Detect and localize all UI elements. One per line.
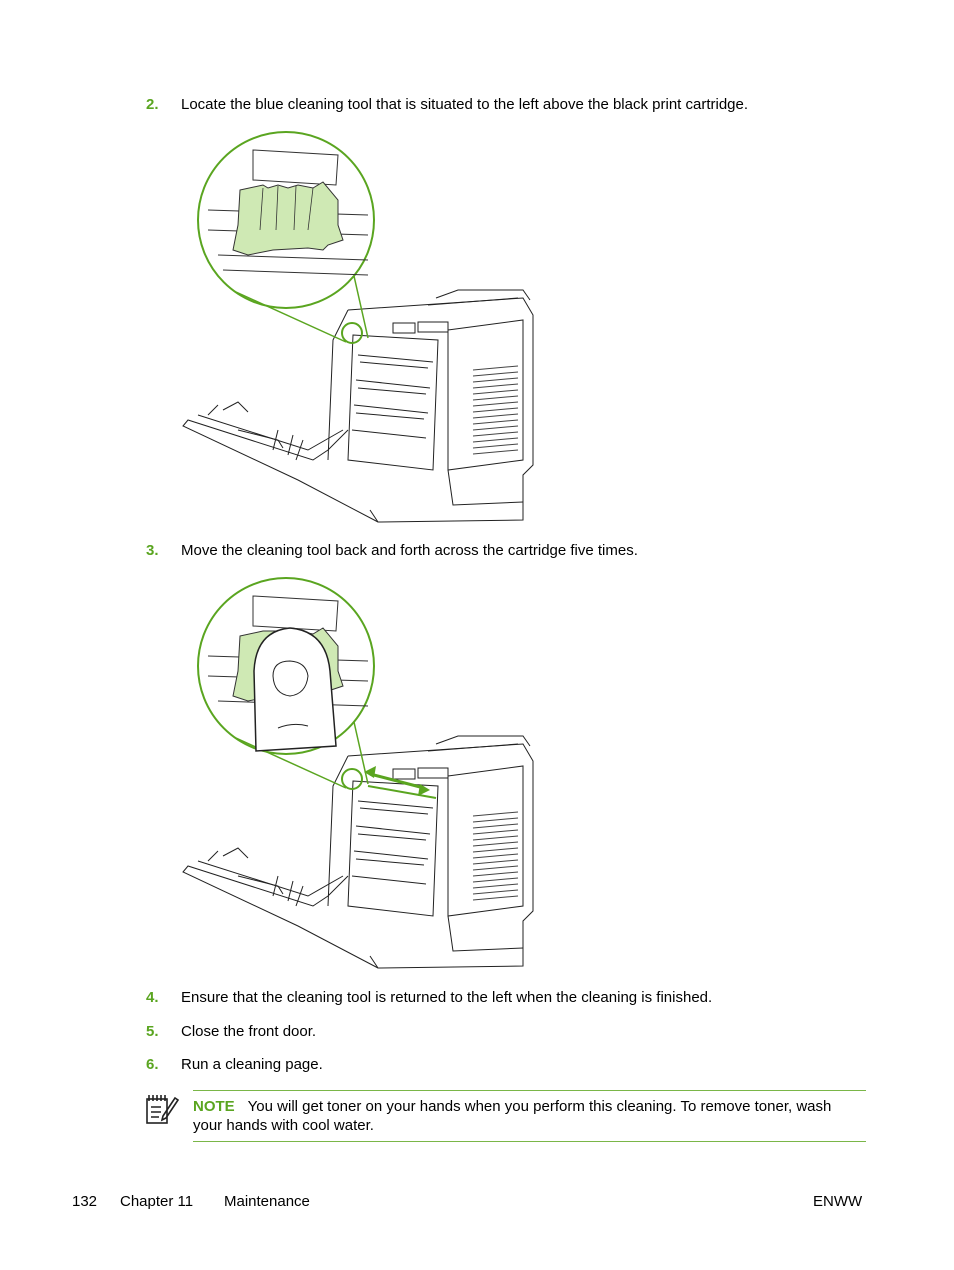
step-number: 2.	[146, 96, 159, 113]
step-number: 5.	[146, 1023, 159, 1040]
finger-icon	[253, 627, 337, 752]
step-text: Move the cleaning tool back and forth ac…	[181, 542, 638, 559]
cleaning-tool-location-illustration	[182, 131, 534, 523]
note-label: NOTE	[193, 1098, 235, 1115]
step-number: 4.	[146, 989, 159, 1006]
step-text: Locate the blue cleaning tool that is si…	[181, 96, 749, 113]
step-text: Run a cleaning page.	[181, 1056, 323, 1073]
note-bottom-rule	[193, 1141, 866, 1142]
note-top-rule	[193, 1090, 866, 1091]
step-number: 3.	[146, 542, 159, 559]
footer-chapter: Chapter 11	[120, 1193, 194, 1210]
cleaning-tool-motion-illustration	[182, 577, 534, 969]
note-pencil-icon	[146, 1095, 179, 1124]
footer-section: Maintenance	[224, 1193, 310, 1210]
footer-page-number: 132	[72, 1193, 98, 1210]
step-number: 6.	[146, 1056, 159, 1073]
step-text: Ensure that the cleaning tool is returne…	[181, 989, 713, 1006]
note-text: You will get toner on your hands when yo…	[193, 1098, 832, 1134]
step-text: Close the front door.	[181, 1023, 317, 1040]
footer-right: ENWW	[813, 1193, 863, 1210]
motion-arrow-icon	[364, 766, 437, 799]
